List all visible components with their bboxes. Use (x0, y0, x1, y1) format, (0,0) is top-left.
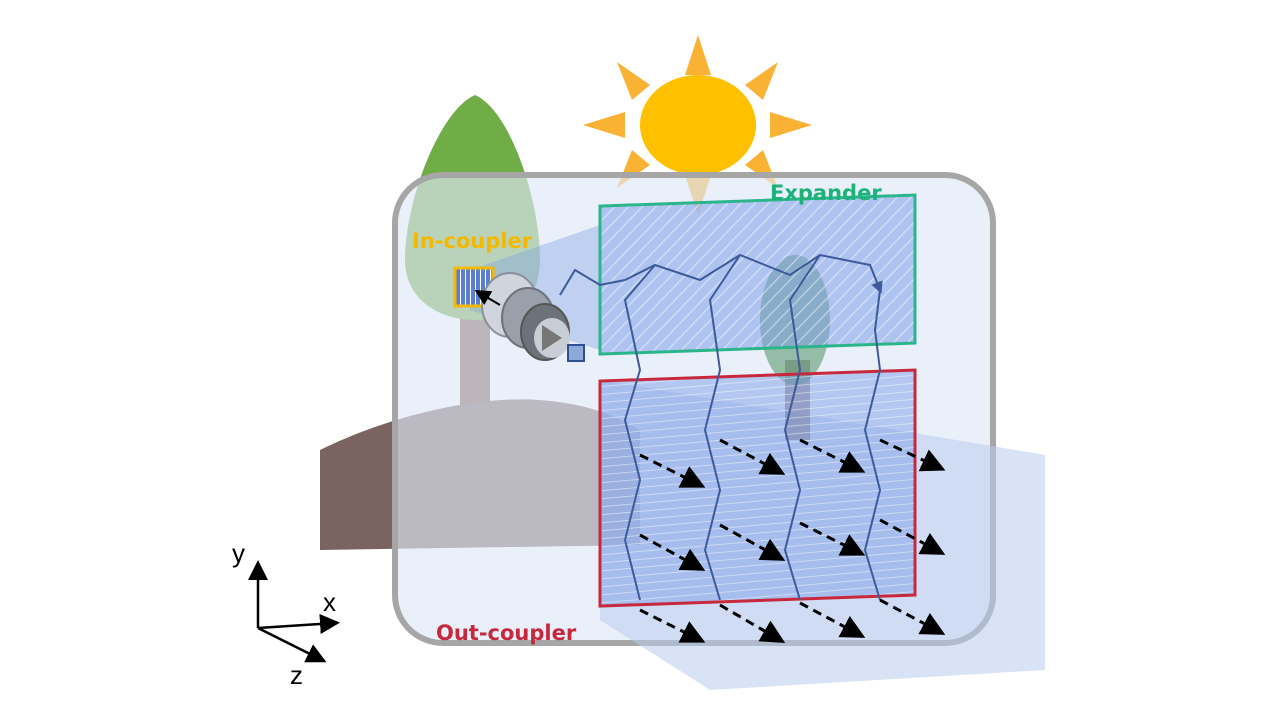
in-coupler-label: In-coupler (412, 229, 533, 253)
y-axis-label: y (232, 538, 245, 568)
sun-icon (583, 35, 812, 215)
expander-label: Expander (770, 181, 882, 205)
output-ray-arrows (639, 438, 946, 644)
projector-lens-icon (474, 272, 585, 362)
z-axis-label: z (290, 660, 303, 690)
x-axis-label: x (323, 587, 336, 617)
expander-grating (598, 193, 917, 356)
coordinate-axes (248, 560, 340, 663)
out-coupler-grating (598, 368, 917, 608)
out-coupler-label: Out-coupler (436, 621, 577, 645)
